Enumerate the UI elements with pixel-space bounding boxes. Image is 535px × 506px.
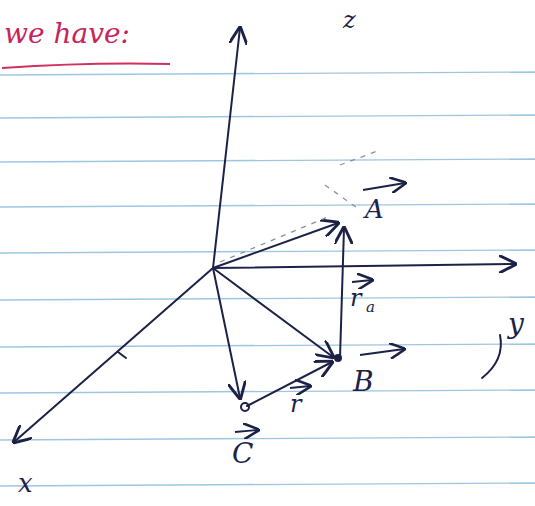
- heading-underline: [2, 64, 170, 69]
- vectors: [213, 223, 344, 411]
- vector-overbars: [235, 183, 405, 432]
- ruled-lines: [0, 72, 535, 486]
- axes: [14, 28, 515, 442]
- point-label: A: [365, 196, 384, 222]
- vector-label: r: [290, 392, 301, 416]
- axis-name: x: [18, 470, 33, 496]
- vector-label: r: [350, 286, 361, 310]
- heading-note: we have:: [4, 20, 130, 48]
- axis-name: y: [508, 310, 524, 338]
- dashed-guides: [220, 150, 380, 262]
- vector-subscript: a: [366, 300, 375, 315]
- point-label: B: [353, 368, 374, 396]
- axis-name: z: [343, 8, 356, 32]
- point-label: C: [232, 440, 253, 468]
